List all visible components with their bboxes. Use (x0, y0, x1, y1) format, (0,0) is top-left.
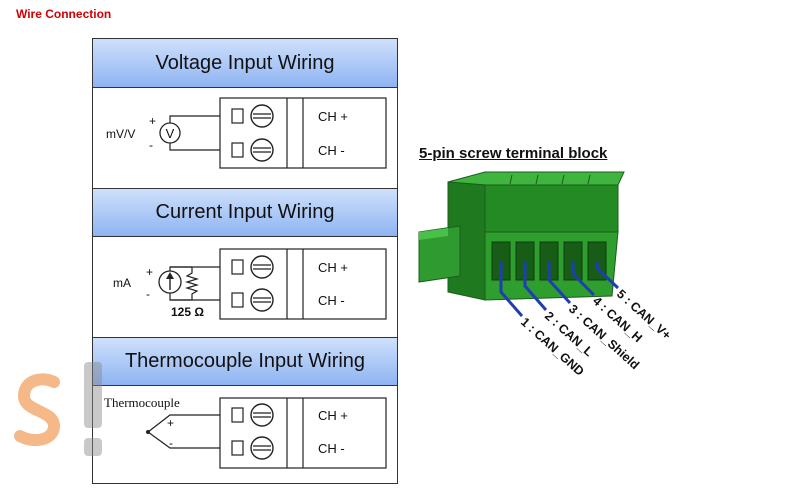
thermocouple-label: Thermocouple (104, 395, 180, 410)
voltage-section-header: Voltage Input Wiring (93, 39, 397, 88)
current-ch-minus-label: CH - (318, 293, 345, 308)
terminal-slot-icon (231, 108, 244, 124)
thermocouple-ch-plus-label: CH + (318, 408, 348, 423)
screw-icon (250, 104, 274, 128)
voltage-source: V mV/V + - (106, 114, 220, 152)
thermocouple-section-header: Thermocouple Input Wiring (93, 337, 397, 386)
screw-icon (250, 288, 274, 312)
current-source-label: mA (113, 276, 131, 290)
thermocouple-junction-icon (146, 430, 150, 434)
pin4-wire (571, 262, 596, 297)
svg-text:+: + (146, 265, 153, 279)
page-title: Wire Connection (16, 7, 112, 21)
terminal-slot-icon (231, 440, 244, 456)
svg-text:-: - (149, 138, 153, 152)
screw-icon (250, 255, 274, 279)
current-source: mA + - 125 Ω (113, 265, 220, 319)
current-section-header: Current Input Wiring (93, 188, 397, 237)
pin-socket-icon (563, 241, 583, 281)
terminal-slot-icon (231, 292, 244, 308)
pin2-wire (523, 262, 548, 311)
terminal-slot-icon (231, 142, 244, 158)
pin3-wire (547, 262, 572, 305)
current-terminal: CH + CH - (219, 248, 387, 320)
resistor-label: 125 Ω (171, 305, 204, 319)
voltage-ch-plus-label: CH + (318, 109, 348, 124)
terminal-slot-icon (231, 259, 244, 275)
pin5-wire (595, 262, 620, 290)
svg-text:V: V (166, 126, 175, 141)
voltage-source-label: mV/V (106, 127, 135, 141)
watermark-logo (14, 362, 102, 456)
voltage-ch-minus-label: CH - (318, 143, 345, 158)
terminal-slot-icon (231, 407, 244, 423)
pin1-wire (499, 262, 524, 317)
svg-text:-: - (146, 287, 150, 301)
resistor-icon (184, 267, 200, 300)
terminal-block-illustration (418, 171, 625, 301)
thermocouple-terminal: CH + CH - (219, 397, 387, 469)
svg-text:+: + (167, 416, 174, 430)
thermocouple-ch-minus-label: CH - (318, 441, 345, 456)
terminal-block-title: 5-pin screw terminal block (419, 145, 608, 162)
screw-icon (250, 138, 274, 162)
current-ch-plus-label: CH + (318, 260, 348, 275)
thermocouple-source: Thermocouple + - (104, 395, 220, 450)
screw-icon (250, 403, 274, 427)
svg-text:-: - (169, 436, 173, 450)
screw-icon (250, 436, 274, 460)
voltmeter-icon (159, 122, 181, 144)
voltage-terminal: CH + CH - (219, 97, 387, 169)
pin-wires (499, 262, 620, 317)
svg-text:+: + (149, 114, 156, 128)
